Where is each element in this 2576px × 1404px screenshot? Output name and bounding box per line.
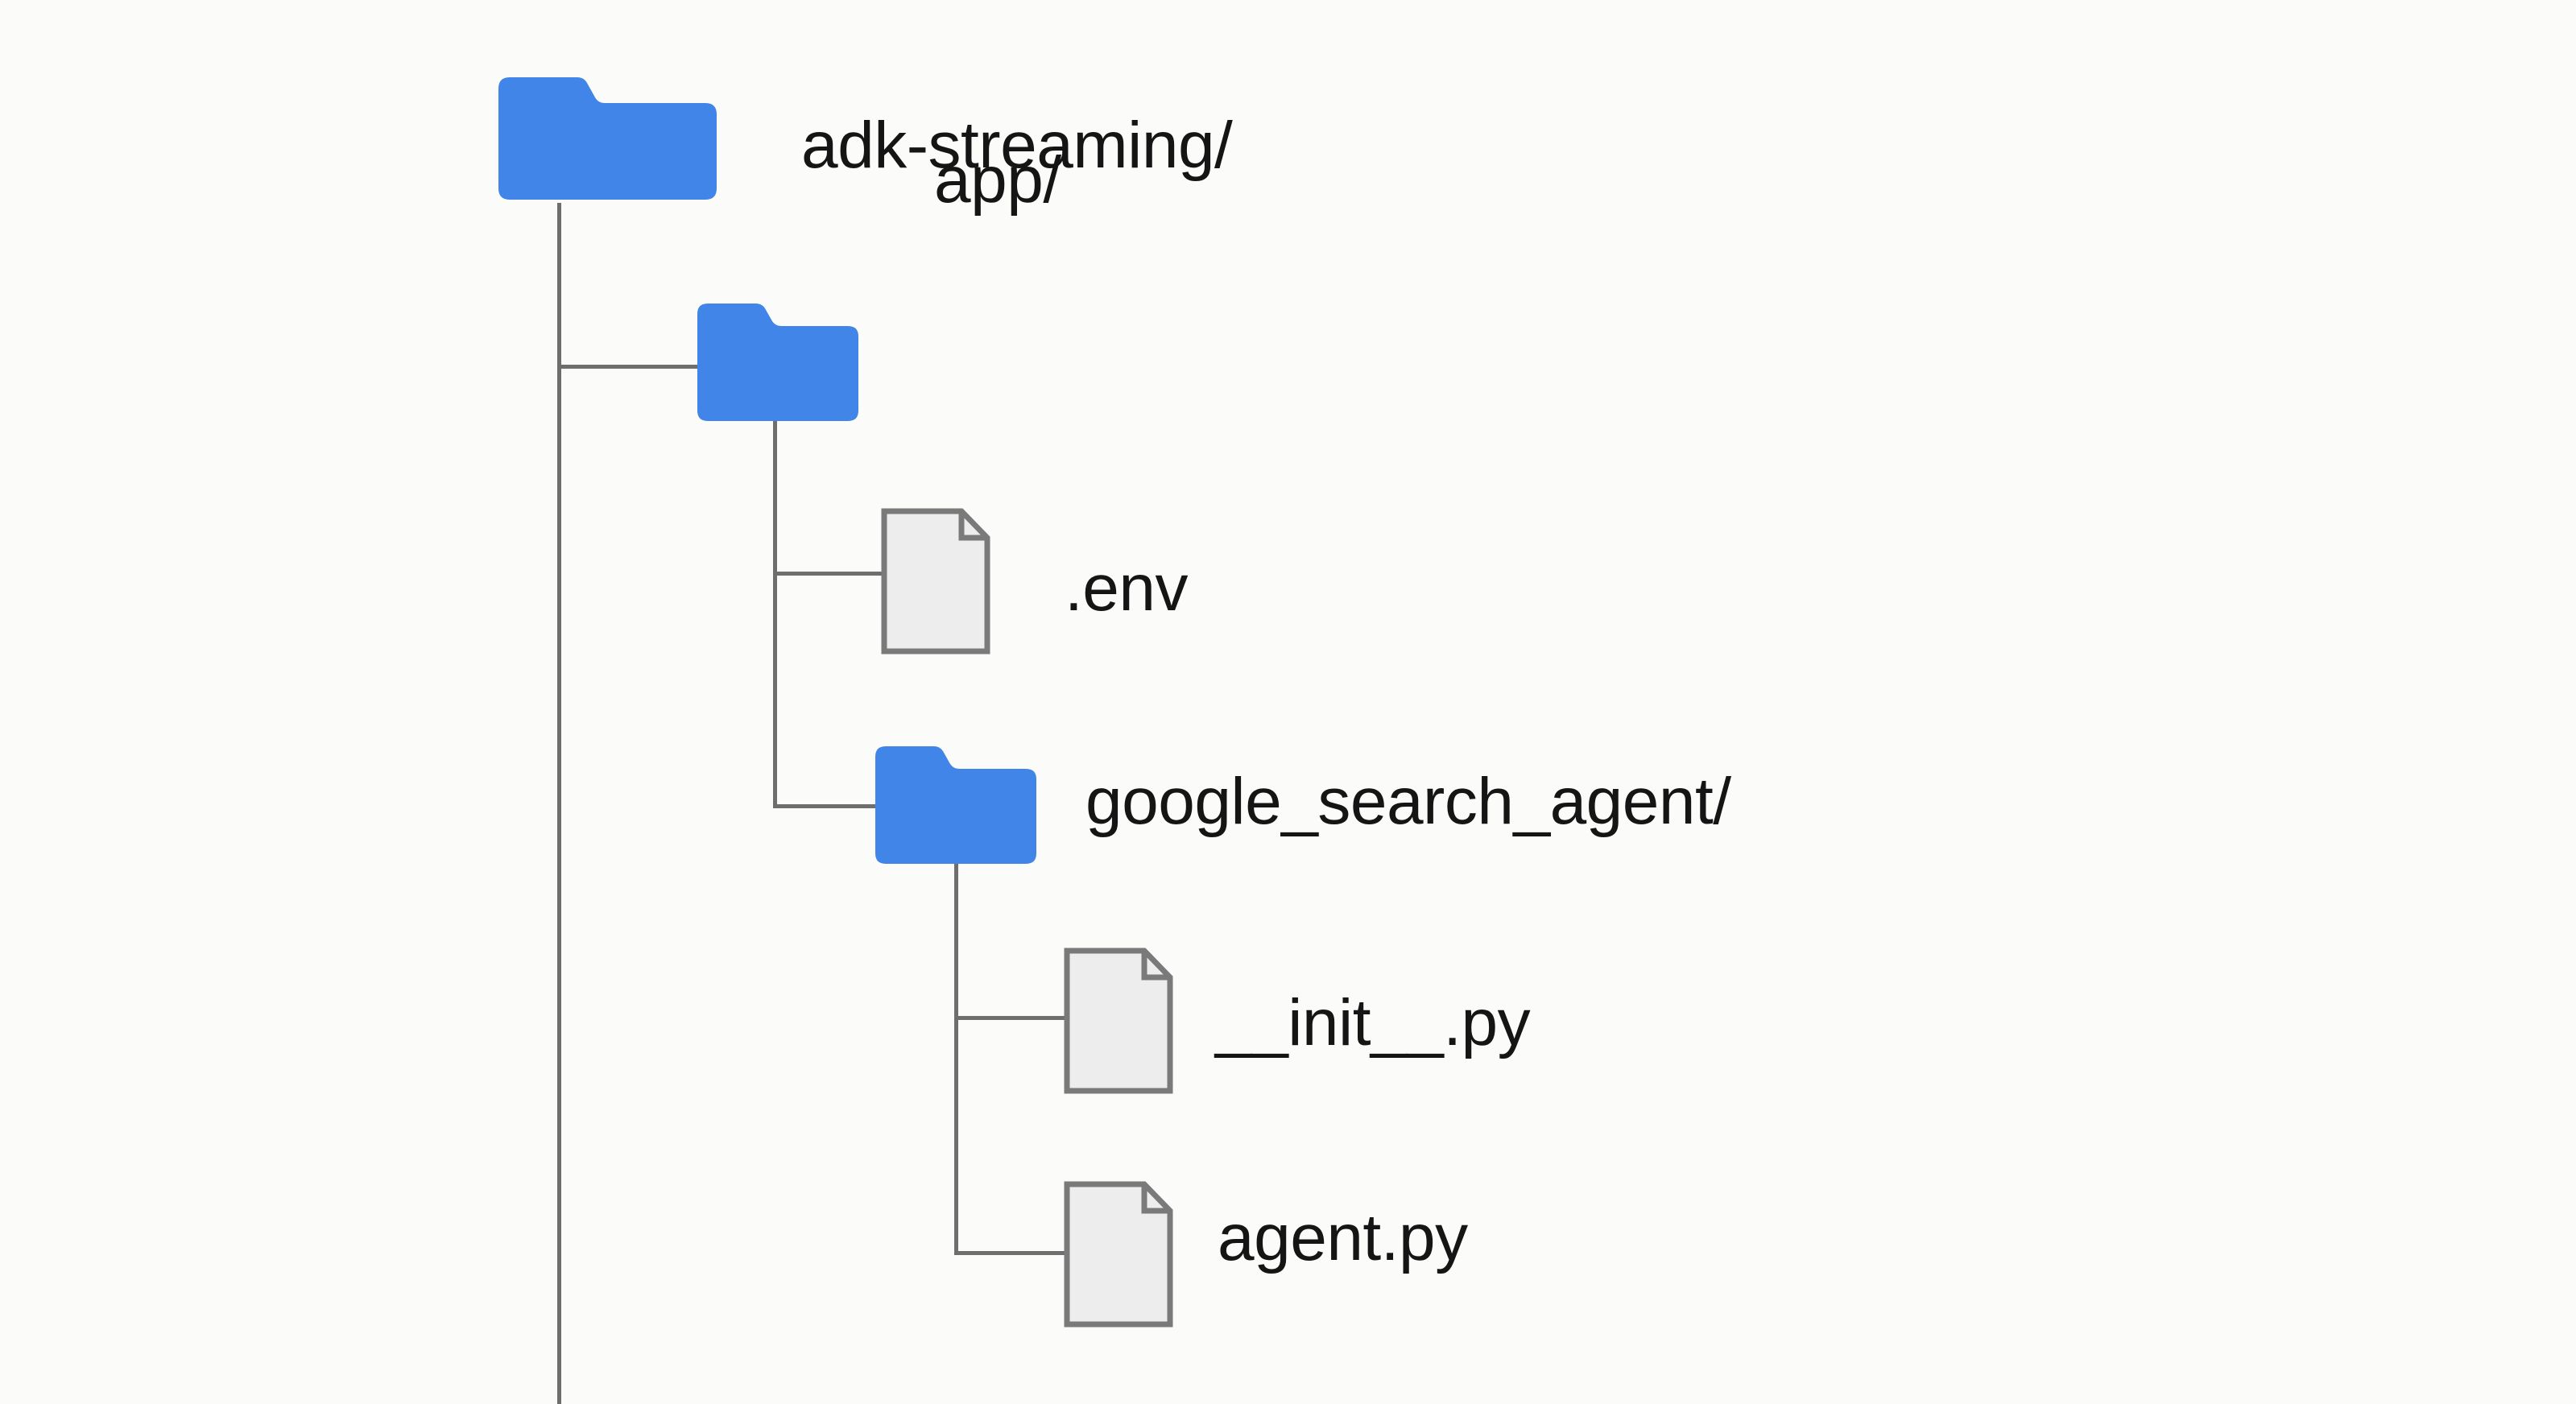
node-label-agent-py: agent.py xyxy=(1218,1201,1468,1274)
connector-gsa-to-init-py xyxy=(954,1016,1067,1020)
node-label-env: .env xyxy=(1065,551,1189,625)
folder-icon[interactable] xyxy=(487,66,717,211)
node-label-app: app/ xyxy=(934,143,1061,217)
connector-gsa-to-agent-py xyxy=(954,1251,1067,1255)
connector-app-to-env xyxy=(773,572,884,576)
connector-google-search-agent-trunk xyxy=(954,861,958,1255)
connector-root-to-app xyxy=(557,365,699,369)
folder-icon[interactable] xyxy=(872,742,1036,868)
connector-app-to-google-search-agent xyxy=(773,804,876,808)
connector-root-trunk xyxy=(557,203,561,1404)
connector-app-trunk xyxy=(773,419,777,808)
node-label-adk-streaming: adk-streaming/ xyxy=(801,109,1233,182)
file-icon[interactable] xyxy=(880,507,1005,655)
node-label-init-py: __init__.py xyxy=(1215,986,1531,1059)
file-icon[interactable] xyxy=(1063,947,1188,1095)
node-label-google-search-agent: google_search_agent/ xyxy=(1085,765,1731,838)
folder-icon[interactable] xyxy=(694,299,858,425)
file-icon[interactable] xyxy=(1063,1180,1188,1328)
